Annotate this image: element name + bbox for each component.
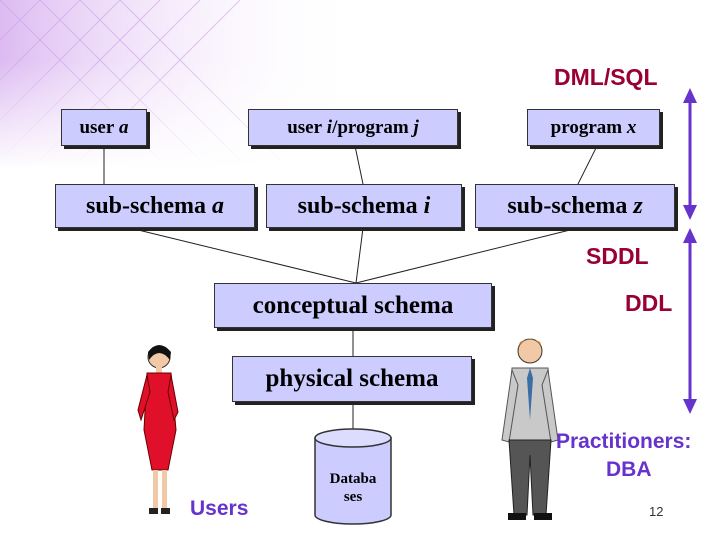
practitioners-label: Practitioners: [556, 430, 692, 453]
dml-sql-label: DML/SQL [554, 64, 658, 90]
conceptual-schema-box: conceptual schema [214, 283, 492, 328]
dba-label: DBA [606, 458, 652, 481]
subschema-a-prefix: sub-schema [85, 192, 206, 219]
sddl-label: SDDL [586, 243, 649, 269]
page-number: 12 [649, 504, 664, 519]
subschema-z-prefix: sub-schema [507, 192, 628, 219]
user-i-prefix: user [287, 116, 323, 138]
program-j-var: j [413, 116, 419, 138]
database-label: Databa ses [315, 470, 391, 506]
physical-schema-box: physical schema [232, 356, 472, 402]
program-x-var: x [626, 116, 637, 138]
subschema-z-var: z [633, 192, 643, 219]
database-cylinder [314, 428, 392, 525]
user-a-var: a [119, 116, 129, 138]
dba-man-figure [501, 338, 559, 520]
program-mid: /program [332, 116, 409, 138]
database-label-line2: ses [343, 489, 363, 505]
subschema-i-box: sub-schema i [266, 184, 462, 228]
subschema-a-box: sub-schema a [55, 184, 255, 228]
user-i-program-j-box: user i/program j [248, 109, 458, 146]
subschema-z-box: sub-schema z [475, 184, 675, 228]
program-x-prefix: program [550, 116, 623, 138]
subschema-a-var: a [212, 192, 224, 219]
user-i-var: i [326, 116, 333, 138]
users-label: Users [190, 497, 249, 520]
subschema-i-var: i [423, 192, 431, 219]
user-woman-figure [137, 345, 179, 514]
ddl-label: DDL [625, 290, 673, 316]
subschema-i-prefix: sub-schema [297, 192, 418, 219]
user-a-prefix: user [79, 116, 115, 138]
program-x-box: program x [527, 109, 660, 146]
database-label-line1: Databa [329, 471, 377, 487]
user-a-box: user a [61, 109, 147, 146]
